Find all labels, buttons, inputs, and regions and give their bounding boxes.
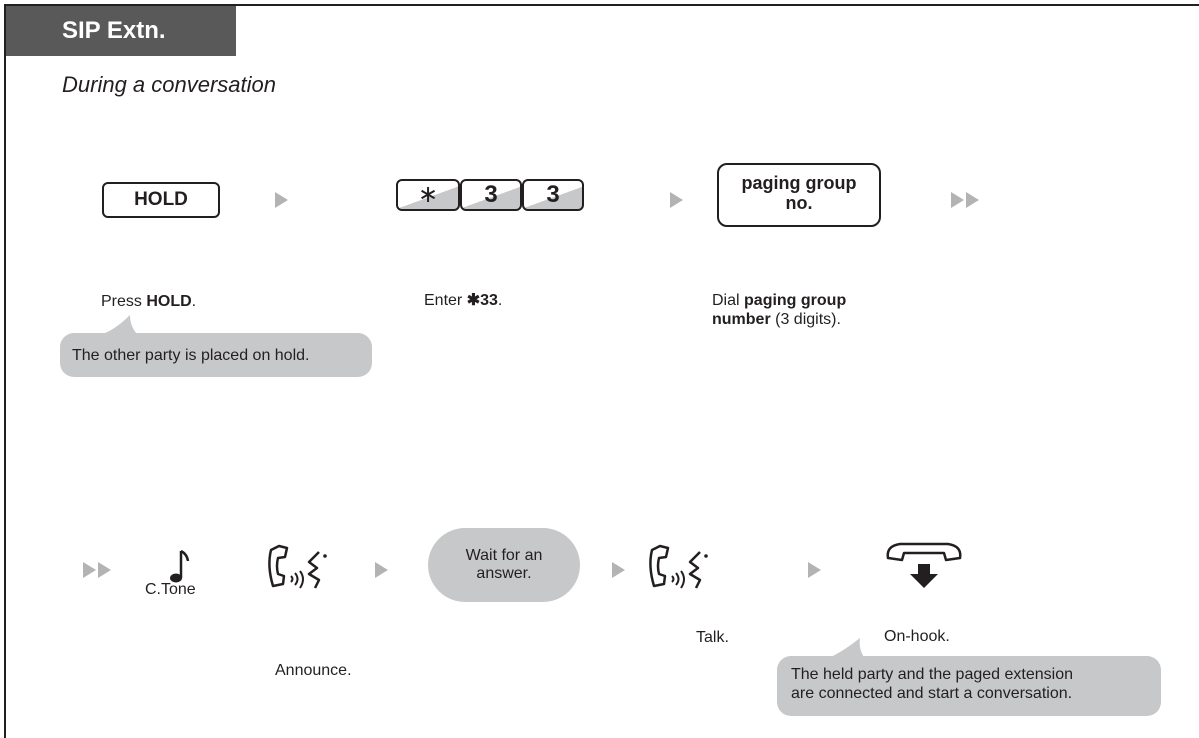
hold-note-bubble: The other party is placed on hold. xyxy=(60,333,372,377)
double-arrow-icon xyxy=(83,562,96,578)
double-arrow-icon xyxy=(966,192,979,208)
hold-key: HOLD xyxy=(102,182,220,218)
wait-pill-line1: Wait for an xyxy=(465,547,543,564)
arrow-icon xyxy=(808,562,821,578)
result-bubble-line1: The held party and the paged extension xyxy=(791,666,1073,683)
double-arrow-icon xyxy=(951,192,964,208)
paging-key-line1: paging group xyxy=(741,173,857,193)
wait-for-answer-pill: Wait for an answer. xyxy=(428,528,580,602)
result-bubble-line2: are connected and start a conversation. xyxy=(791,685,1073,702)
arrow-icon xyxy=(375,562,388,578)
announce-label: Announce. xyxy=(275,662,352,679)
music-note-icon xyxy=(170,549,190,583)
section-tab: SIP Extn. xyxy=(6,6,236,56)
subtitle: During a conversation xyxy=(62,72,277,97)
arrow-icon xyxy=(612,562,625,578)
bubble-tail xyxy=(100,315,138,335)
star-key: ∗ xyxy=(396,179,460,211)
handset-down-icon xyxy=(886,542,962,588)
step-dial-label: Dial paging group number (3 digits). xyxy=(712,292,847,328)
talk-label: Talk. xyxy=(696,629,729,646)
arrow-icon xyxy=(670,192,683,208)
double-arrow-icon xyxy=(98,562,111,578)
result-note-bubble: The held party and the paged extension a… xyxy=(777,656,1161,716)
tone-label: C.Tone xyxy=(145,581,196,598)
wait-pill-line2: answer. xyxy=(476,565,532,582)
digit-3-key: 3 xyxy=(522,179,584,211)
paging-group-key: paging group no. xyxy=(717,163,881,227)
diagram-frame xyxy=(4,4,1199,738)
onhook-label: On-hook. xyxy=(884,628,950,645)
handset-talking-icon xyxy=(268,544,327,589)
step-hold-label: Press HOLD. xyxy=(101,293,197,310)
paging-key-line2: no. xyxy=(785,193,813,213)
arrow-icon xyxy=(275,192,288,208)
digit-3-key: 3 xyxy=(460,179,522,211)
handset-talking-icon xyxy=(649,544,708,589)
step-enter-label: Enter ✱33. xyxy=(424,292,503,309)
